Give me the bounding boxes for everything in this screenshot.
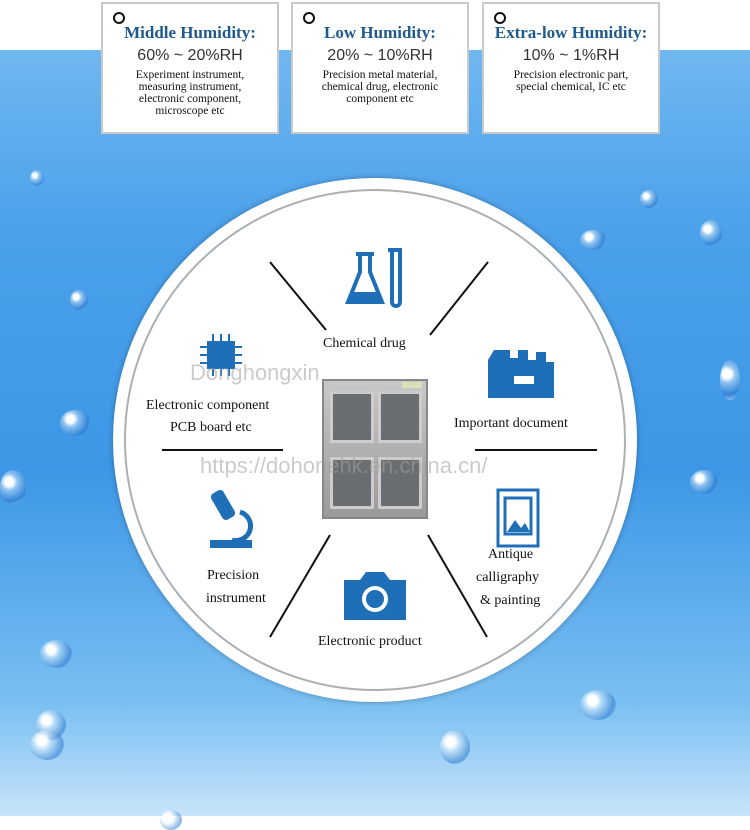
chip-icon bbox=[200, 334, 242, 376]
camera-icon bbox=[344, 572, 406, 620]
humidity-range: 60% ~ 20%RH bbox=[137, 47, 243, 64]
watermark-url: https://dohonehk.en.china.cn/ bbox=[200, 453, 488, 478]
card-description: Precision metal material, chemical drug,… bbox=[321, 69, 439, 105]
card-title: Low Humidity: bbox=[324, 23, 436, 42]
microscope-icon bbox=[210, 489, 254, 548]
circle-icon bbox=[303, 12, 315, 24]
label-instrument: instrument bbox=[206, 591, 266, 606]
framed-painting-icon bbox=[496, 488, 540, 548]
humidity-card-middle: Middle Humidity: 60% ~ 20%RH Experiment … bbox=[101, 2, 279, 134]
flask-test-tube-icon bbox=[345, 248, 402, 308]
label-antique: Antique bbox=[488, 547, 534, 562]
label-painting: & painting bbox=[480, 593, 541, 608]
dry-cabinet-image bbox=[322, 379, 428, 519]
circle-icon bbox=[494, 12, 506, 24]
label-pcb-board: PCB board etc bbox=[170, 420, 252, 435]
label-calligraphy: calligraphy bbox=[476, 570, 539, 585]
humidity-range: 20% ~ 10%RH bbox=[327, 47, 433, 64]
label-chemical-drug: Chemical drug bbox=[323, 336, 406, 351]
label-electronic-component: Electronic component bbox=[146, 398, 270, 413]
card-description: Experiment instrument, measuring instrum… bbox=[135, 69, 245, 117]
card-title: Middle Humidity: bbox=[124, 23, 256, 42]
watermark-brand: Donghongxin bbox=[190, 360, 320, 385]
document-cabinet-icon bbox=[488, 350, 554, 398]
humidity-card-low: Low Humidity: 20% ~ 10%RH Precision meta… bbox=[291, 2, 469, 134]
humidity-range: 10% ~ 1%RH bbox=[522, 47, 620, 64]
label-electronic-product: Electronic product bbox=[318, 634, 422, 649]
circle-icon bbox=[113, 12, 125, 24]
card-title: Extra-low Humidity: bbox=[494, 23, 648, 42]
humidity-card-extra-low: Extra-low Humidity: 10% ~ 1%RH Precision… bbox=[482, 2, 660, 134]
label-important-document: Important document bbox=[454, 416, 568, 431]
label-precision: Precision bbox=[207, 568, 260, 583]
card-description: Precision electronic part, special chemi… bbox=[513, 69, 629, 93]
